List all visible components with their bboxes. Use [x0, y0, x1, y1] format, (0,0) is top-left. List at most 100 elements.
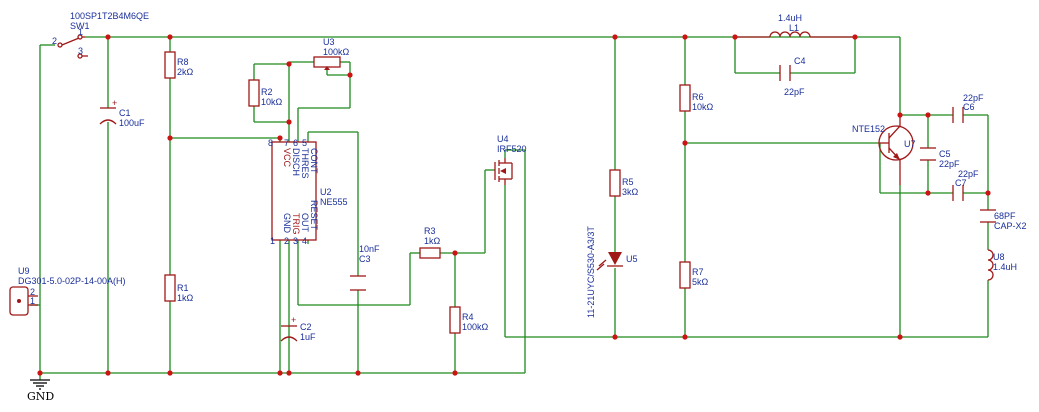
resistor-r5: R5 3kΩ — [609, 169, 639, 197]
u5-ref-label: U5 — [626, 254, 638, 264]
junction — [167, 135, 173, 141]
ground-symbol: GND — [27, 379, 54, 403]
u4-ref-label: U4 — [497, 134, 509, 144]
junction — [732, 34, 738, 40]
u8-ref-label: U8 — [993, 252, 1005, 262]
u8-value-label: 1.4uH — [993, 262, 1017, 272]
u9-ref-label: U9 — [18, 266, 30, 276]
capacitor-x2: 68PF CAP-X2 — [980, 209, 1027, 231]
junction — [105, 34, 111, 40]
u3-value-label: 100kΩ — [323, 47, 350, 57]
u2-pin-gnd: GND — [282, 213, 292, 234]
resistor-r8: R8 2kΩ — [164, 51, 194, 79]
r4-value-label: 100kΩ — [462, 322, 489, 332]
u5-part-label: 11-21UYC/S530-A3/3T — [586, 226, 596, 318]
resistor-r6: R6 10kΩ — [679, 84, 714, 112]
u2-pin-vcc: VCC — [282, 148, 292, 168]
u2-pin-3-number: 3 — [293, 236, 298, 246]
junction — [612, 334, 618, 340]
capacitor-c3: 10nF C3 — [350, 244, 380, 291]
r5-ref-label: R5 — [622, 177, 634, 187]
resistor-r4: R4 100kΩ — [449, 306, 489, 334]
capacitor-c6: 22pF C6 — [952, 93, 984, 123]
junction — [347, 72, 353, 78]
junction — [37, 370, 43, 376]
junction — [682, 140, 688, 146]
ic-u2-ne555: 8 7 6 5 1 2 3 4 VCC DISCH THRES CONT GND… — [268, 138, 348, 246]
junction — [925, 112, 931, 118]
r1-ref-label: R1 — [177, 283, 189, 293]
gnd-label: GND — [27, 390, 54, 403]
u2-pin-6-number: 6 — [293, 138, 298, 148]
junction — [612, 34, 618, 40]
c6-value-label: 22pF — [963, 93, 984, 103]
junction — [277, 135, 283, 141]
sw1-pin-3: 3 — [78, 46, 83, 56]
svg-text:+: + — [291, 315, 296, 325]
c2-value-label: 1uF — [300, 332, 316, 342]
r1-value-label: 1kΩ — [177, 293, 194, 303]
c2-ref-label: C2 — [300, 322, 312, 332]
transistor-u7: NTE152 U7 — [852, 115, 916, 185]
x2-value-label: CAP-X2 — [994, 221, 1027, 231]
junction — [105, 370, 111, 376]
sw1-part-label: 100SP1T2B4M6QE — [70, 11, 149, 21]
potentiometer-u3: U3 100kΩ — [313, 37, 350, 70]
r5-value-label: 3kΩ — [622, 187, 639, 197]
u9-part-label: DG301-5.0-02P-14-00A(H) — [18, 276, 126, 286]
r7-ref-label: R7 — [692, 267, 704, 277]
r3-ref-label: R3 — [424, 226, 436, 236]
wires — [30, 36, 989, 380]
u2-pin-5-number: 5 — [302, 138, 307, 148]
c3-value-label: 10nF — [359, 244, 380, 254]
junction — [925, 190, 931, 196]
junction — [897, 112, 903, 118]
inductor-l1: 1.4uH L1 — [735, 13, 855, 38]
r3-value-label: 1kΩ — [424, 236, 441, 246]
junction — [355, 370, 361, 376]
connector-u9: 2 1 U9 DG301-5.0-02P-14-00A(H) — [9, 266, 126, 316]
switch-sw1: 2 1 3 100SP1T2B4M6QE SW1 — [52, 11, 149, 59]
r8-ref-label: R8 — [177, 57, 189, 67]
c5-ref-label: C5 — [939, 149, 951, 159]
c1-ref-label: C1 — [119, 108, 131, 118]
r2-value-label: 10kΩ — [261, 97, 283, 107]
x2-ref-label: 68PF — [994, 211, 1016, 221]
junction — [897, 334, 903, 340]
r4-ref-label: R4 — [462, 312, 474, 322]
r7-value-label: 5kΩ — [692, 277, 709, 287]
u2-pin-7-number: 7 — [284, 138, 289, 148]
resistor-r3: R3 1kΩ — [419, 226, 441, 259]
u2-pin-cont: CONT — [309, 148, 319, 174]
l1-ref-label: L1 — [789, 23, 799, 33]
junction — [682, 334, 688, 340]
resistor-r7: R7 5kΩ — [679, 261, 709, 289]
junction — [167, 34, 173, 40]
u7-ref-label: U7 — [904, 139, 916, 149]
junction — [277, 370, 283, 376]
junction — [852, 34, 858, 40]
sw1-ref-label: SW1 — [70, 21, 90, 31]
junction — [167, 370, 173, 376]
junction — [286, 119, 292, 125]
u2-pin-trig: TRIG — [291, 213, 301, 235]
sw1-pin-2: 2 — [52, 36, 57, 46]
u2-pin-1-number: 1 — [270, 236, 275, 246]
capacitor-c4: C4 22pF — [779, 56, 806, 97]
u2-pin-4-number: 4 — [302, 236, 307, 246]
u9-pin-2: 2 — [30, 287, 35, 297]
u2-part-label: NE555 — [320, 197, 348, 207]
junction — [286, 370, 292, 376]
junction — [985, 190, 991, 196]
capacitor-c7: 22pF C7 — [952, 169, 979, 201]
resistor-r2: R2 10kΩ — [248, 79, 283, 107]
u4-part-label: IRF520 — [497, 144, 527, 154]
u9-pin-1: 1 — [30, 296, 35, 306]
u2-ref-label: U2 — [320, 187, 332, 197]
junction — [452, 250, 458, 256]
sw1-pin-1: 1 — [78, 27, 83, 37]
capacitor-c1: + C1 100uF — [99, 98, 145, 128]
inductor-u8: U8 1.4uH — [987, 249, 1017, 281]
r6-ref-label: R6 — [692, 92, 704, 102]
